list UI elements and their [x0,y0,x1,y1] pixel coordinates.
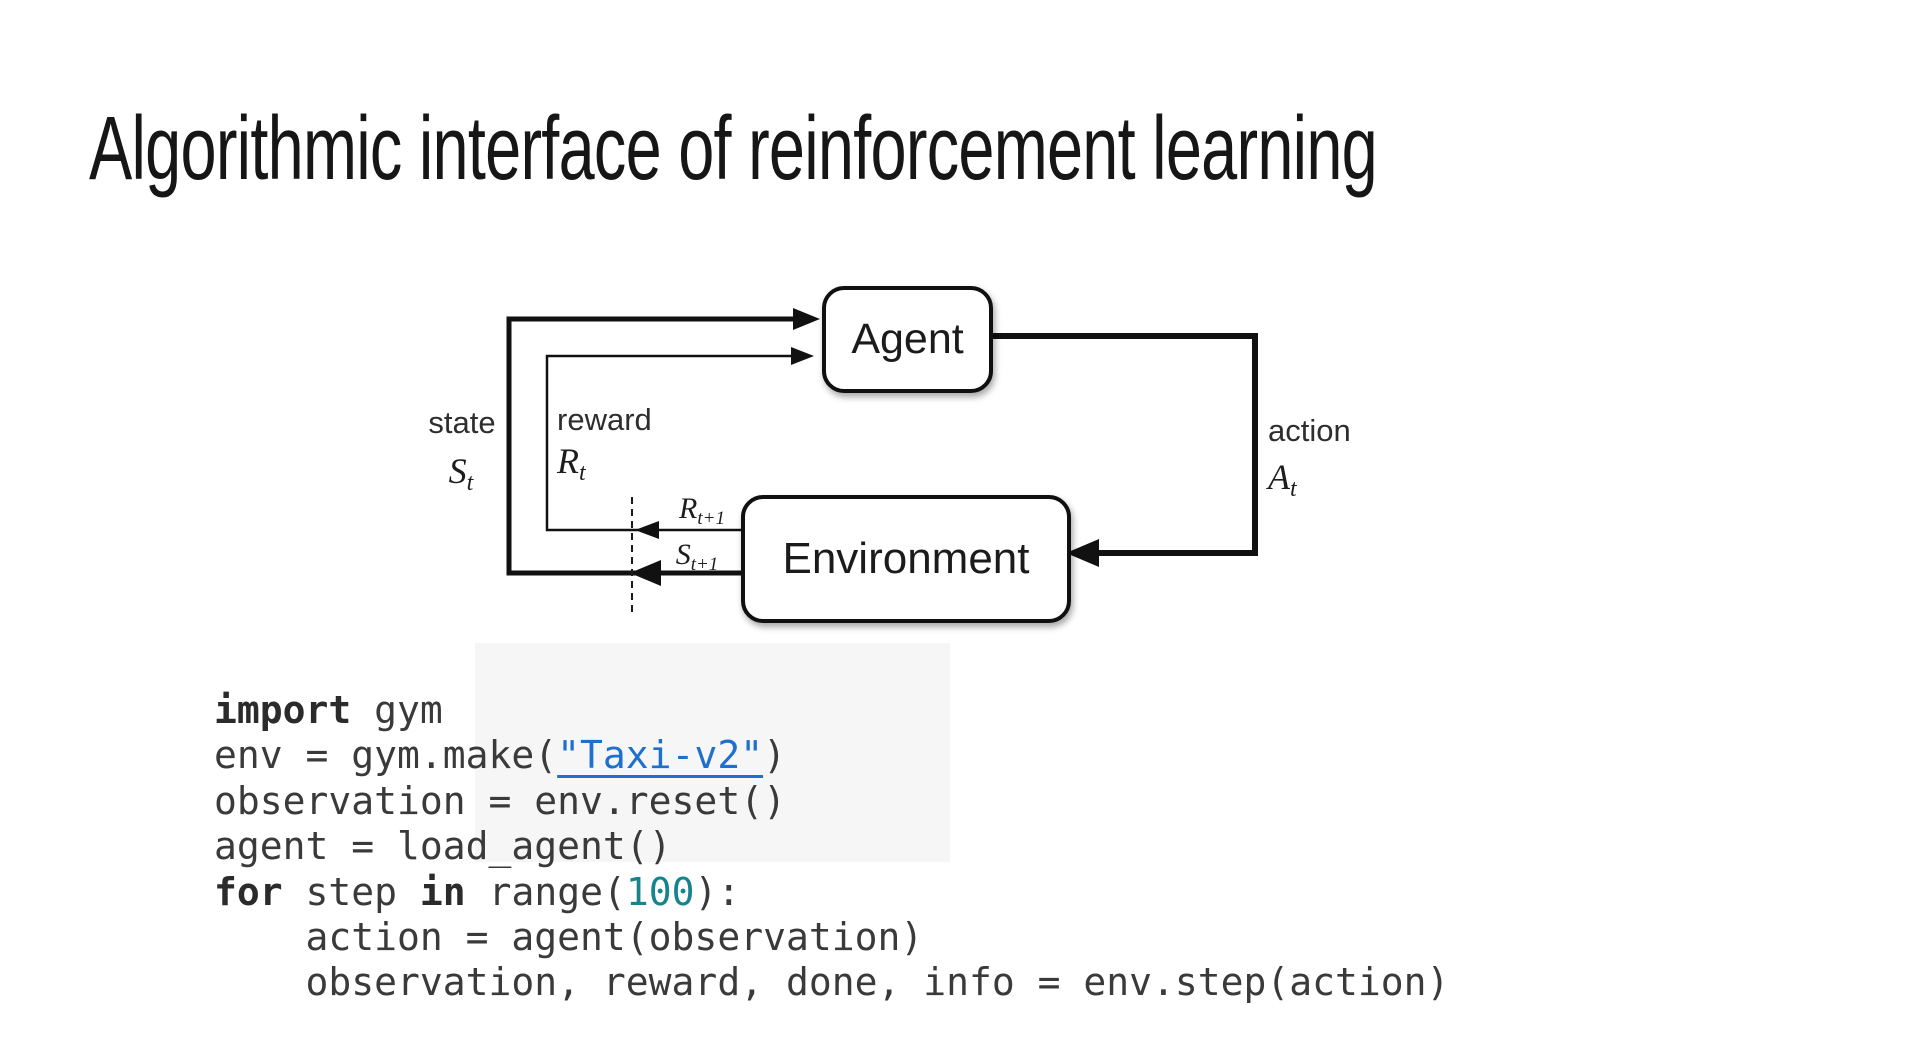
reward-next-symbol: Rt+1 [679,492,725,529]
state-symbol: St [448,451,474,496]
action-loop-line [988,333,1258,556]
keyword-for: for [214,869,283,914]
code-line-4: agent = load_agent() [214,824,672,869]
agent-node: Agent [822,286,993,393]
taxi-v2-link[interactable]: "Taxi-v2" [557,733,764,778]
action-symbol: At [1268,457,1297,502]
reward-word-label: reward [557,402,652,437]
environment-node: Environment [741,495,1071,623]
arrowhead-state-next [630,560,661,586]
code-line-2: env = gym.make("Taxi-v2") [214,733,786,778]
code-snippet: import gym env = gym.make("Taxi-v2") obs… [214,688,1449,1006]
code-line-3: observation = env.reset() [214,778,786,823]
code-line-6: action = agent(observation) [214,915,924,960]
code-line-7: observation, reward, done, info = env.st… [214,960,1450,1005]
keyword-import: import [214,688,352,732]
code-line-1: import gym [214,688,443,732]
arrowhead-reward-next [635,521,659,539]
arrowhead-into-environment-action [1066,539,1099,567]
environment-node-label: Environment [782,534,1030,583]
arrowhead-into-agent-state [793,308,820,330]
arrowhead-into-agent-reward [791,347,814,365]
state-loop-line [506,316,806,576]
action-word-label: action [1268,413,1351,448]
number-literal: 100 [625,869,695,914]
code-screenshot-background [475,643,950,862]
state-next-symbol: St+1 [675,538,719,575]
page-title: Algorithmic interface of reinforcement l… [89,99,1378,200]
state-word-label: state [428,405,496,440]
keyword-in: in [419,869,466,914]
code-line-5: for step in range(100): [214,869,741,914]
agent-node-label: Agent [851,315,964,363]
reward-symbol: Rt [557,441,586,486]
